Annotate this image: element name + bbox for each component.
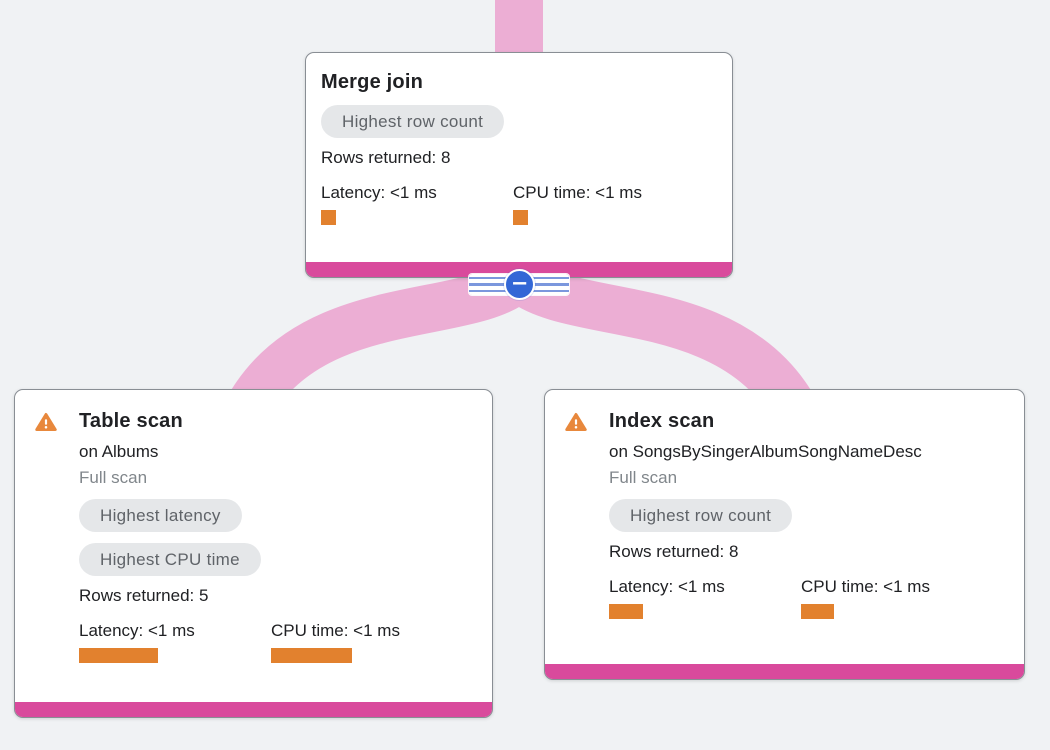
rows-returned-label: Rows returned: 5 [79,586,209,605]
cpu-label: CPU time: <1 ms [271,621,400,640]
cpu-metric: CPU time: <1 ms [513,183,705,225]
latency-bar [321,210,336,225]
cpu-bar [271,648,352,663]
node-title: Table scan [79,410,183,432]
node-accent-bar [545,664,1024,679]
scan-type-label: Full scan [79,468,148,487]
badge-row: Highest latency [79,499,478,532]
badge-row: Highest CPU time [79,543,478,576]
cpu-metric: CPU time: <1 ms [271,621,463,663]
latency-metric: Latency: <1 ms [321,183,513,225]
metrics-row: Latency: <1 ms CPU time: <1 ms [79,621,478,663]
badge-highest-latency: Highest latency [79,499,242,532]
latency-label: Latency: <1 ms [609,577,725,596]
scan-target-label: on SongsBySingerAlbumSongNameDesc [609,442,922,461]
badge-highest-cpu-time: Highest CPU time [79,543,261,576]
scan-type-label: Full scan [609,468,678,487]
node-header: Table scan [15,390,492,433]
latency-label: Latency: <1 ms [79,621,195,640]
cpu-label: CPU time: <1 ms [513,183,642,202]
badge-row: Highest row count [321,105,716,138]
cpu-bar [801,604,834,619]
node-title: Merge join [321,71,424,93]
cpu-label: CPU time: <1 ms [801,577,930,596]
latency-bar [609,604,643,619]
warning-triangle-icon [565,412,587,431]
edge-merge-to-table-scan [231,258,536,416]
latency-metric: Latency: <1 ms [79,621,271,663]
node-accent-bar [15,702,492,717]
latency-metric: Latency: <1 ms [609,577,801,619]
badge-highest-row-count: Highest row count [321,105,505,138]
metrics-row: Latency: <1 ms CPU time: <1 ms [321,183,716,225]
plan-node-table-scan[interactable]: Table scan on Albums Full scan Highest l… [14,389,493,718]
edge-merge-to-index-scan [502,258,811,416]
badge-highest-row-count: Highest row count [609,499,793,532]
node-header: Index scan [545,390,1024,433]
warning-triangle-icon [35,412,57,431]
plan-node-merge-join[interactable]: Merge join Highest row count Rows return… [305,52,733,278]
latency-label: Latency: <1 ms [321,183,437,202]
edge-to-parent [495,0,543,58]
node-title: Index scan [609,410,715,432]
rows-returned-label: Rows returned: 8 [609,542,739,561]
cpu-bar [513,210,528,225]
plan-node-index-scan[interactable]: Index scan on SongsBySingerAlbumSongName… [544,389,1025,680]
metrics-row: Latency: <1 ms CPU time: <1 ms [609,577,1010,619]
latency-bar [79,648,158,663]
badge-row: Highest row count [609,499,1010,532]
collapse-children-button[interactable]: − [504,269,535,300]
scan-target-label: on Albums [79,442,159,461]
collapse-minus-icon: − [510,270,529,295]
rows-returned-label: Rows returned: 8 [321,148,451,167]
cpu-metric: CPU time: <1 ms [801,577,993,619]
